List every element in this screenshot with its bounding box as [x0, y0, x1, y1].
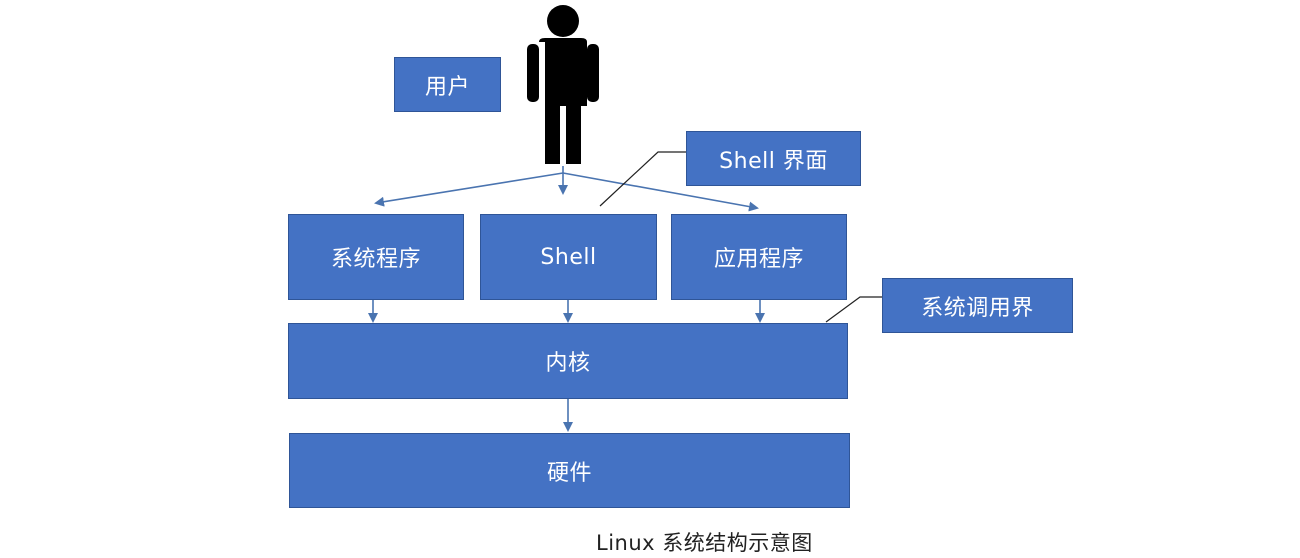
layer-arrows — [368, 300, 765, 432]
syscall-interface-label-box: 系统调用界 — [882, 278, 1073, 333]
user-arrows — [374, 166, 759, 212]
callout-lines — [599, 151, 882, 323]
kernel-box: 内核 — [288, 323, 848, 399]
diagram-caption: Linux 系统结构示意图 — [596, 531, 813, 555]
person-icon — [527, 5, 599, 164]
shell-box: Shell — [480, 214, 657, 300]
arrow-user-to-applications — [562, 172, 759, 212]
system-programs-box: 系统程序 — [288, 214, 464, 300]
shell-interface-callout-line — [599, 151, 686, 207]
applications-box: 应用程序 — [671, 214, 847, 300]
hardware-box: 硬件 — [289, 433, 850, 508]
shell-interface-label-box: Shell 界面 — [686, 131, 861, 186]
syscall-interface-callout-line — [825, 296, 882, 323]
user-label-box: 用户 — [394, 57, 501, 112]
arrow-user-to-system-programs — [374, 172, 564, 207]
